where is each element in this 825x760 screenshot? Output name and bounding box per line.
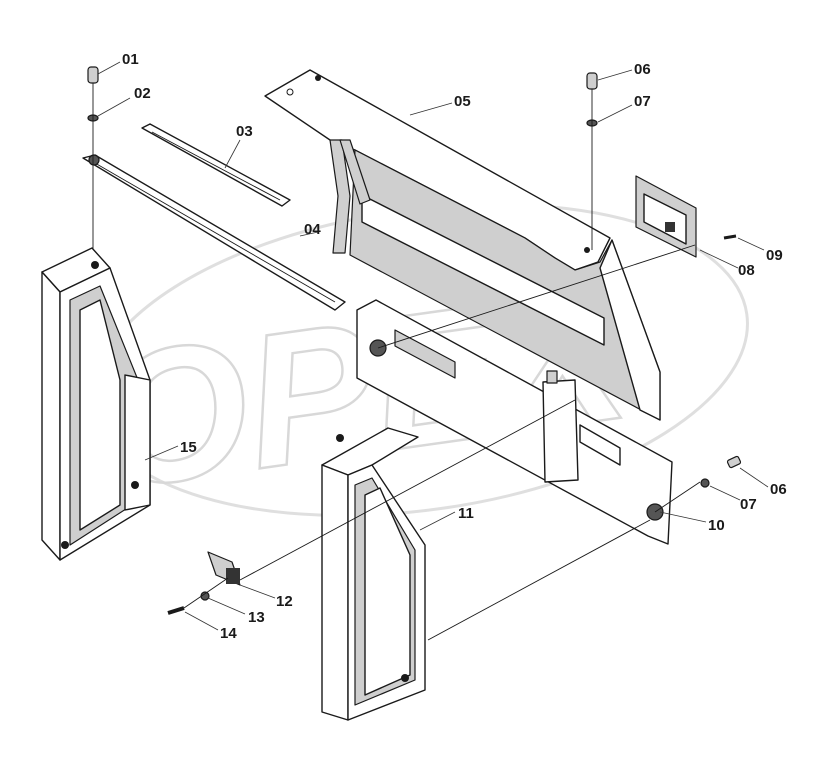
callout-05: 05: [454, 93, 471, 110]
callout-09: 09: [766, 247, 783, 264]
part-08-lock: [635, 175, 697, 258]
part-15-left-frame: [41, 247, 151, 561]
callout-02: 02: [134, 85, 151, 102]
callout-03: 03: [236, 123, 253, 140]
part-04-bar: [82, 154, 346, 311]
part-06-bolt-top: [586, 72, 598, 90]
part-04-support-strut: [329, 139, 371, 254]
callout-04: 04: [304, 221, 321, 238]
callout-14: 14: [220, 625, 237, 642]
part-11-right-frame: [321, 427, 426, 721]
part-14-screw: [167, 606, 185, 615]
part-06-bolt-lower: [726, 455, 742, 469]
callout-07-top: 07: [634, 93, 651, 110]
callout-08: 08: [738, 262, 755, 279]
assembly-lines: [183, 244, 701, 641]
callout-labels: 01 02 03 04 05 06 07 08 09 10 06 07 11 1…: [122, 51, 787, 642]
callout-07-lower: 07: [740, 496, 757, 513]
part-07-washer-lower: [700, 478, 710, 488]
leader-lines: [97, 61, 769, 631]
callout-01: 01: [122, 51, 139, 68]
callout-12: 12: [276, 593, 293, 610]
callout-10: 10: [708, 517, 725, 534]
part-11-bracket: [542, 370, 579, 483]
part-03-strip: [141, 123, 291, 207]
callout-06-lower: 06: [770, 481, 787, 498]
part-05-top-cover: [264, 69, 661, 421]
part-09-screw: [723, 234, 737, 240]
part-10-door-panel: [356, 299, 673, 545]
callout-06-top: 06: [634, 61, 651, 78]
part-01-bolt: [87, 66, 99, 84]
callout-15: 15: [180, 439, 197, 456]
part-12-latch: [207, 551, 241, 586]
callout-13: 13: [248, 609, 265, 626]
callout-11: 11: [458, 505, 474, 522]
